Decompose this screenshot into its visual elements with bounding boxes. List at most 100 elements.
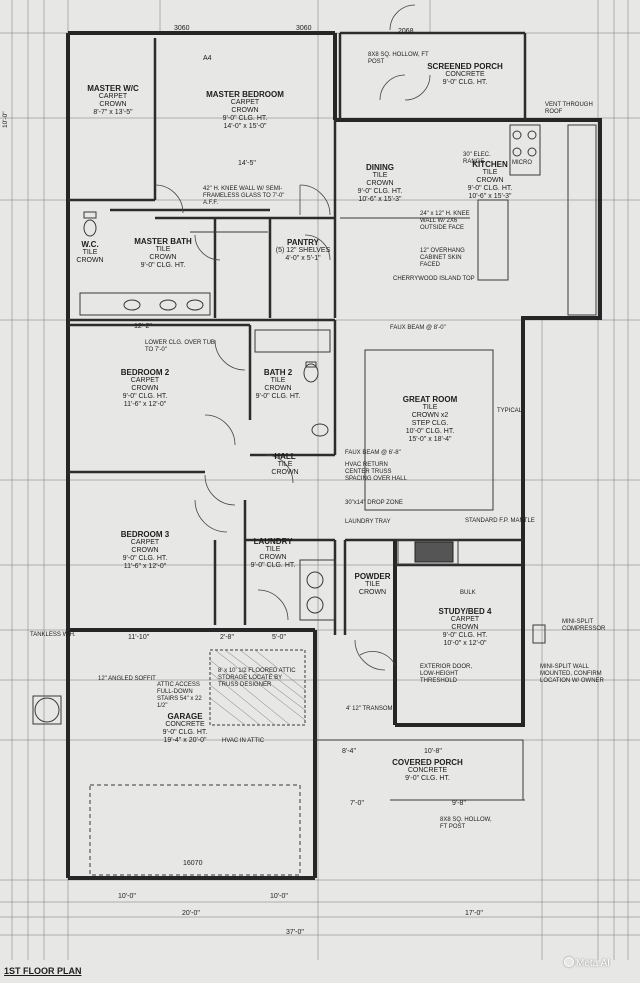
room-master-bedroom: MASTER BEDROOM CARPET CROWN 9'-0" CLG. H…	[190, 90, 300, 131]
room-line: CARPET	[98, 93, 128, 100]
room-study-bed-4: STUDY/BED 4 CARPET CROWN 9'-0" CLG. HT. …	[425, 607, 505, 648]
watermark-text: Meta AI	[576, 958, 610, 969]
note-mini-split: MINI-SPLIT COMPRESSOR	[562, 619, 606, 632]
room-line: 10'-0" x 12'-0"	[443, 640, 487, 647]
room-line: CROWN	[264, 385, 292, 392]
room-name: SCREENED PORCH	[427, 62, 503, 71]
room-name: BEDROOM 3	[120, 530, 170, 539]
dimension-grid	[0, 0, 640, 960]
note-bulk: BULK	[460, 590, 476, 596]
room-name: KITCHEN	[472, 160, 508, 169]
note-knee-wall: 42" H. KNEE WALL W/ SEMI-FRAMELESS GLASS…	[203, 186, 285, 206]
room-line: CARPET	[130, 539, 160, 546]
note-post-bottom: 8X8 SQ. HOLLOW, FT POST	[440, 817, 492, 830]
note-soffit: 12" ANGLED SOFFIT	[98, 676, 156, 682]
room-line: 9'-0" CLG. HT.	[405, 775, 450, 782]
room-powder: POWDER TILE CROWN	[350, 572, 395, 597]
room-name: W.C.	[81, 240, 99, 249]
note-hvac-attic: HVAC IN ATTIC	[222, 738, 265, 744]
dim-top-2: 3060	[296, 25, 312, 32]
note-laundry-tray: LAUNDRY TRAY	[345, 519, 391, 525]
room-line: 9'-0" CLG. HT.	[255, 393, 301, 400]
dim-bottom-a: 10'-0"	[118, 893, 136, 900]
room-line: TILE	[270, 377, 286, 384]
room-name: MASTER BATH	[134, 237, 192, 246]
room-name: COVERED PORCH	[392, 758, 463, 767]
room-name: DINING	[366, 163, 394, 172]
note-tankless: TANKLESS W.H.	[30, 632, 76, 638]
attic-hatch	[209, 649, 306, 726]
room-line: CROWN	[366, 180, 394, 187]
room-line: CROWN	[476, 177, 504, 184]
meta-ai-icon	[564, 957, 574, 967]
dim-door-a4: A4	[203, 55, 212, 62]
room-line: TILE	[365, 581, 380, 588]
room-name: POWDER	[354, 572, 391, 581]
room-line: 9'-0" CLG. HT.	[442, 632, 488, 639]
room-line: 9'-0" CLG. HT.	[467, 185, 513, 192]
room-line: 10'-6" x 15'-3"	[358, 196, 402, 203]
room-line: CROWN	[149, 254, 177, 261]
room-line: CROWN	[131, 547, 159, 554]
note-faux-beam-1: FAUX BEAM @ 8'-0"	[390, 325, 446, 331]
room-name: MASTER BEDROOM	[206, 90, 284, 99]
note-exterior-door: EXTERIOR DOOR, LOW-HEIGHT THRESHOLD	[420, 664, 473, 684]
dim-top-1: 3060	[174, 25, 190, 32]
room-line: TILE	[265, 546, 281, 553]
room-bedroom-3: BEDROOM 3 CARPET CROWN 9'-0" CLG. HT. 11…	[95, 530, 195, 571]
dim-porch-c: 10'-8"	[424, 748, 442, 755]
room-line: CARPET	[130, 377, 160, 384]
room-line: (5) 12" SHELVES	[275, 247, 331, 254]
note-bar: 24" x 12" H. KNEE WALL W/ 2X6 OUTSIDE FA…	[420, 211, 470, 231]
room-line: CROWN	[99, 101, 127, 108]
room-line: 9'-0" CLG. HT.	[140, 262, 186, 269]
room-line: CROWN	[271, 469, 299, 476]
room-screened-porch: SCREENED PORCH CONCRETE 9'-0" CLG. HT.	[425, 62, 505, 87]
room-line: CROWN	[451, 624, 479, 631]
room-kitchen: KITCHEN TILE CROWN 9'-0" CLG. HT. 10'-6"…	[455, 160, 525, 201]
dim-bottom-total: 37'-0"	[286, 929, 304, 936]
room-line: 10'-6" x 15'-3"	[468, 193, 512, 200]
room-line: TILE	[422, 404, 438, 411]
room-name: PANTRY	[287, 238, 319, 247]
dim-bottom-b: 10'-0"	[270, 893, 288, 900]
room-line: 4'-0" x 5'-1"	[285, 255, 321, 262]
note-elec-range: 30" ELEC. RANGE	[463, 152, 491, 165]
room-line: 9'-0" CLG. HT.	[222, 115, 268, 122]
fixtures	[32, 124, 597, 876]
room-line: CONCRETE	[165, 721, 205, 728]
dim-porch-width: 8'-4"	[342, 748, 356, 755]
room-line: TILE	[82, 249, 98, 256]
note-faux-beam-2: FAUX BEAM @ 6'-8"	[345, 450, 401, 456]
note-overhang: 12" OVERHANG CABINET SKIN FACED	[420, 248, 465, 268]
plan-title: 1ST FLOOR PLAN	[4, 966, 82, 976]
room-line: CROWN	[231, 107, 259, 114]
room-line: 8'-7" x 13'-5"	[93, 109, 133, 116]
room-line: 9'-0" CLG. HT.	[122, 555, 168, 562]
room-laundry: LAUNDRY TILE CROWN 9'-0" CLG. HT.	[248, 537, 298, 570]
room-line: CARPET	[230, 99, 260, 106]
note-transom: 4' 12" TRANSOM	[346, 706, 393, 712]
note-mantle: STANDARD F.P. MANTLE	[465, 518, 535, 524]
dim-bottom-c: 20'-0"	[182, 910, 200, 917]
fireplace	[414, 541, 454, 563]
room-line: TILE	[482, 169, 498, 176]
dim-garage-left: 11'-10"	[128, 634, 150, 641]
room-line: TILE	[372, 172, 388, 179]
note-lower-clg: LOWER CLG. OVER TUB TO 7'-0"	[145, 340, 215, 353]
room-line: 14'-0" x 15'-0"	[223, 123, 267, 130]
note-mini-split-wall: MINI-SPLIT WALL MOUNTED, CONFIRM LOCATIO…	[540, 664, 604, 684]
room-name: BATH 2	[263, 368, 293, 377]
dim-porch-d: 7'-0"	[350, 800, 364, 807]
room-master-bath: MASTER BATH TILE CROWN 9'-0" CLG. HT.	[118, 237, 208, 270]
room-line: STEP CLG.	[411, 420, 449, 427]
dim-garage-right: 5'-0"	[272, 634, 286, 641]
dim-garage-mid: 2'-8"	[220, 634, 234, 641]
note-drop-zone: 30"x14" DROP ZONE	[345, 500, 403, 506]
dim-garage-door: 16070	[183, 860, 203, 867]
room-line: 9'-0" CLG. HT.	[122, 393, 168, 400]
room-bath-2: BATH 2 TILE CROWN 9'-0" CLG. HT.	[253, 368, 303, 401]
room-line: TILE	[155, 246, 171, 253]
room-dining: DINING TILE CROWN 9'-0" CLG. HT. 10'-6" …	[345, 163, 415, 204]
